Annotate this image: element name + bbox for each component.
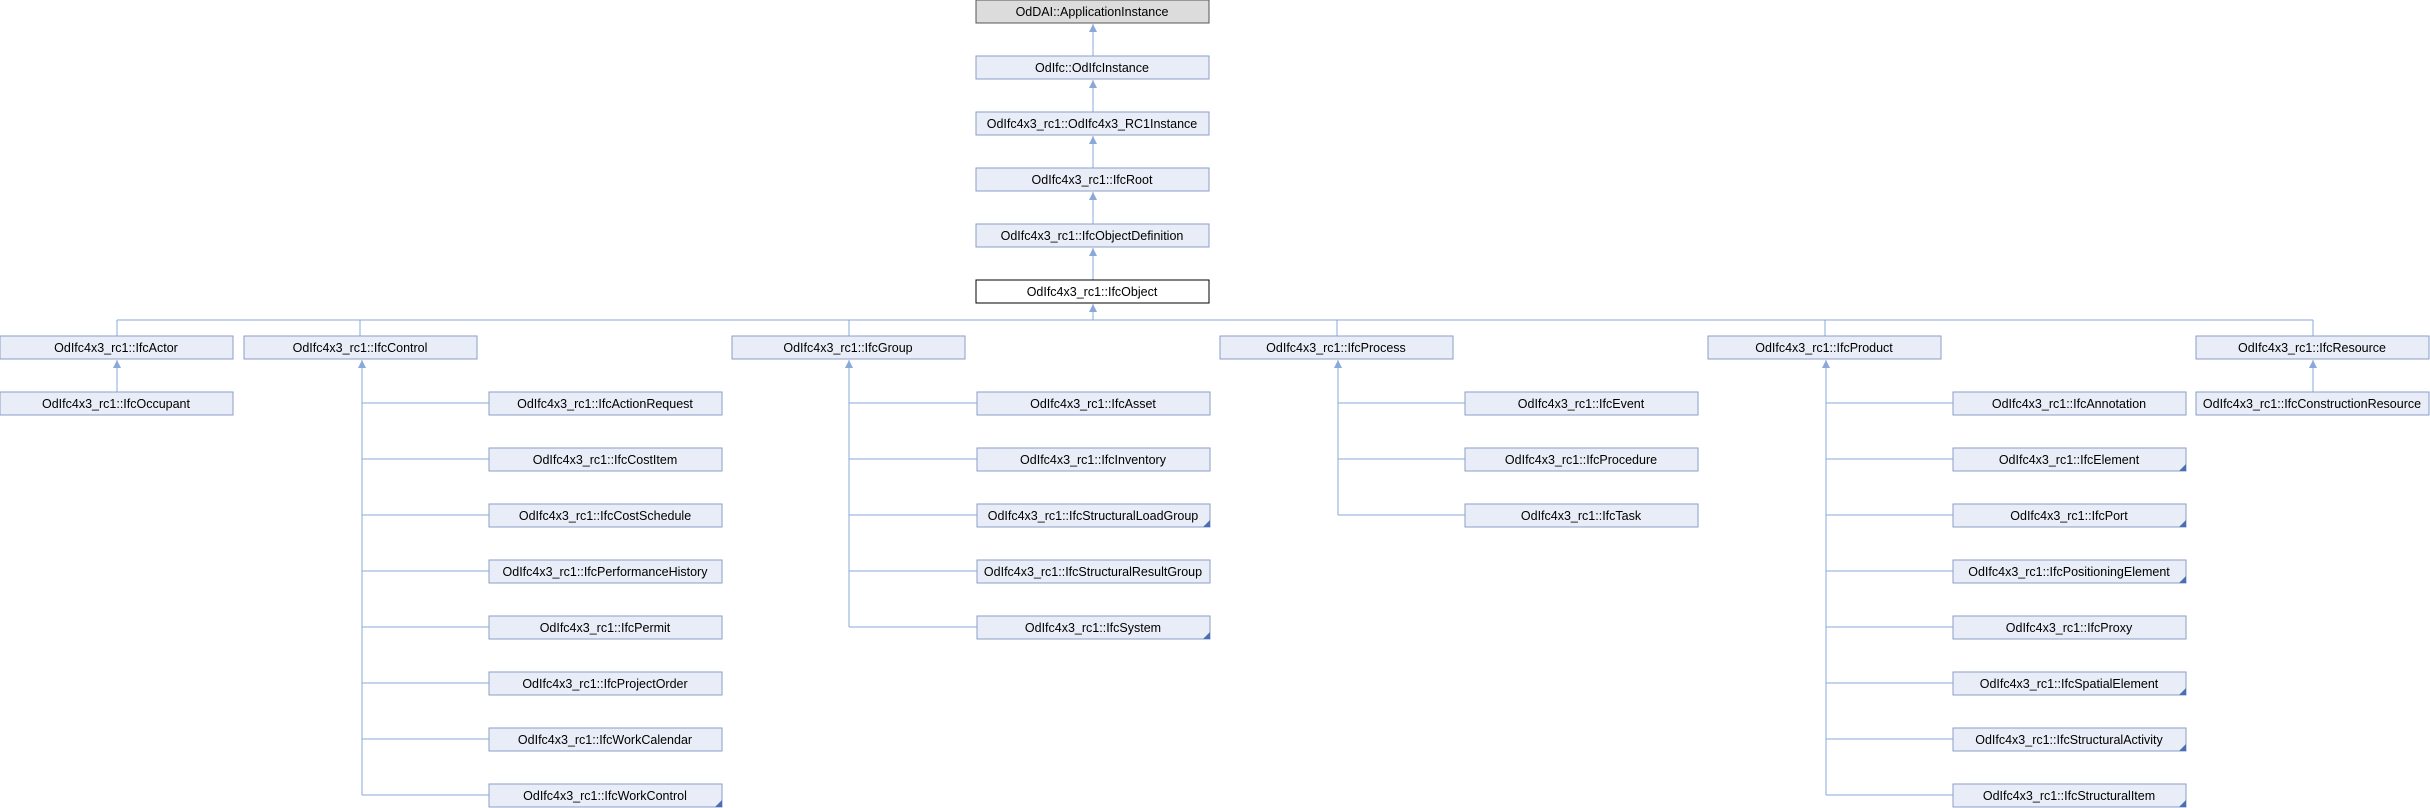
node-ifc-structural-activity[interactable]: OdIfc4x3_rc1::IfcStructuralActivity bbox=[1952, 727, 2187, 752]
node-application-instance[interactable]: OdDAI::ApplicationInstance bbox=[975, 0, 1210, 24]
node-ifc-resource[interactable]: OdIfc4x3_rc1::IfcResource bbox=[2195, 335, 2430, 360]
node-label: OdIfc4x3_rc1::IfcTask bbox=[1521, 509, 1642, 523]
node-ifc-performance-history[interactable]: OdIfc4x3_rc1::IfcPerformanceHistory bbox=[488, 559, 723, 584]
node-ifc-procedure[interactable]: OdIfc4x3_rc1::IfcProcedure bbox=[1464, 447, 1699, 472]
node-label: OdIfc4x3_rc1::IfcInventory bbox=[1020, 453, 1167, 467]
node-label: OdIfc4x3_rc1::IfcOccupant bbox=[42, 397, 191, 411]
node-ifc-group[interactable]: OdIfc4x3_rc1::IfcGroup bbox=[731, 335, 966, 360]
node-ifc-process[interactable]: OdIfc4x3_rc1::IfcProcess bbox=[1219, 335, 1454, 360]
more-subclasses-icon bbox=[2179, 576, 2186, 583]
node-ifc-system[interactable]: OdIfc4x3_rc1::IfcSystem bbox=[976, 615, 1211, 640]
node-label: OdIfc4x3_rc1::IfcActionRequest bbox=[517, 397, 693, 411]
node-label: OdIfc::OdIfcInstance bbox=[1035, 61, 1149, 75]
node-label: OdIfc4x3_rc1::IfcWorkControl bbox=[523, 789, 687, 803]
more-subclasses-icon bbox=[2179, 800, 2186, 807]
node-label: OdIfc4x3_rc1::IfcProxy bbox=[2006, 621, 2133, 635]
node-ifc-asset[interactable]: OdIfc4x3_rc1::IfcAsset bbox=[976, 391, 1211, 416]
node-ifc-control[interactable]: OdIfc4x3_rc1::IfcControl bbox=[243, 335, 478, 360]
more-subclasses-icon bbox=[715, 800, 722, 807]
node-label: OdIfc4x3_rc1::IfcAnnotation bbox=[1992, 397, 2146, 411]
node-label: OdIfc4x3_rc1::IfcAsset bbox=[1030, 397, 1156, 411]
node-label: OdIfc4x3_rc1::IfcResource bbox=[2238, 341, 2386, 355]
node-label: OdIfc4x3_rc1::IfcConstructionResource bbox=[2203, 397, 2421, 411]
node-ifc-spatial-element[interactable]: OdIfc4x3_rc1::IfcSpatialElement bbox=[1952, 671, 2187, 696]
node-label: OdIfc4x3_rc1::IfcObject bbox=[1027, 285, 1158, 299]
node-ifc-structural-load-group[interactable]: OdIfc4x3_rc1::IfcStructuralLoadGroup bbox=[976, 503, 1211, 528]
node-ifc-structural-item[interactable]: OdIfc4x3_rc1::IfcStructuralItem bbox=[1952, 783, 2187, 808]
node-label: OdIfc4x3_rc1::IfcRoot bbox=[1032, 173, 1153, 187]
node-ifc-project-order[interactable]: OdIfc4x3_rc1::IfcProjectOrder bbox=[488, 671, 723, 696]
edges bbox=[116, 24, 2314, 796]
node-label: OdIfc4x3_rc1::IfcActor bbox=[54, 341, 178, 355]
node-label: OdIfc4x3_rc1::IfcCostSchedule bbox=[519, 509, 691, 523]
node-ifc-port[interactable]: OdIfc4x3_rc1::IfcPort bbox=[1952, 503, 2187, 528]
more-subclasses-icon bbox=[1203, 520, 1210, 527]
more-subclasses-icon bbox=[2179, 520, 2186, 527]
node-label: OdIfc4x3_rc1::IfcControl bbox=[293, 341, 428, 355]
node-label: OdIfc4x3_rc1::IfcPerformanceHistory bbox=[503, 565, 709, 579]
node-label: OdIfc4x3_rc1::IfcObjectDefinition bbox=[1001, 229, 1184, 243]
node-label: OdIfc4x3_rc1::IfcStructuralResultGroup bbox=[984, 565, 1202, 579]
node-ifc-proxy[interactable]: OdIfc4x3_rc1::IfcProxy bbox=[1952, 615, 2187, 640]
more-subclasses-icon bbox=[2179, 464, 2186, 471]
node-ifc-structural-result-group[interactable]: OdIfc4x3_rc1::IfcStructuralResultGroup bbox=[976, 559, 1211, 584]
node-ifc-permit[interactable]: OdIfc4x3_rc1::IfcPermit bbox=[488, 615, 723, 640]
node-label: OdIfc4x3_rc1::OdIfc4x3_RC1Instance bbox=[987, 117, 1198, 131]
node-ifc-annotation[interactable]: OdIfc4x3_rc1::IfcAnnotation bbox=[1952, 391, 2187, 416]
node-label: OdIfc4x3_rc1::IfcSystem bbox=[1025, 621, 1161, 635]
node-ifc-element[interactable]: OdIfc4x3_rc1::IfcElement bbox=[1952, 447, 2187, 472]
node-label: OdIfc4x3_rc1::IfcProjectOrder bbox=[522, 677, 687, 691]
more-subclasses-icon bbox=[1203, 632, 1210, 639]
node-ifc-task[interactable]: OdIfc4x3_rc1::IfcTask bbox=[1464, 503, 1699, 528]
node-ifc-event[interactable]: OdIfc4x3_rc1::IfcEvent bbox=[1464, 391, 1699, 416]
node-label: OdIfc4x3_rc1::IfcStructuralActivity bbox=[1975, 733, 2163, 747]
more-subclasses-icon bbox=[2179, 688, 2186, 695]
node-label: OdIfc4x3_rc1::IfcPermit bbox=[540, 621, 671, 635]
node-label: OdIfc4x3_rc1::IfcWorkCalendar bbox=[518, 733, 692, 747]
node-ifc-inventory[interactable]: OdIfc4x3_rc1::IfcInventory bbox=[976, 447, 1211, 472]
node-ifc-cost-item[interactable]: OdIfc4x3_rc1::IfcCostItem bbox=[488, 447, 723, 472]
node-label: OdIfc4x3_rc1::IfcStructuralItem bbox=[1983, 789, 2155, 803]
node-label: OdIfc4x3_rc1::IfcEvent bbox=[1518, 397, 1645, 411]
node-ifc-object[interactable]: OdIfc4x3_rc1::IfcObject bbox=[975, 279, 1210, 304]
node-ifc-positioning-element[interactable]: OdIfc4x3_rc1::IfcPositioningElement bbox=[1952, 559, 2187, 584]
node-rc1-instance[interactable]: OdIfc4x3_rc1::OdIfc4x3_RC1Instance bbox=[975, 111, 1210, 136]
node-label: OdIfc4x3_rc1::IfcProcedure bbox=[1505, 453, 1657, 467]
node-ifc-work-control[interactable]: OdIfc4x3_rc1::IfcWorkControl bbox=[488, 783, 723, 808]
node-ifc-root[interactable]: OdIfc4x3_rc1::IfcRoot bbox=[975, 167, 1210, 192]
arrowheads bbox=[113, 24, 2317, 368]
more-subclasses-icon bbox=[2179, 744, 2186, 751]
node-ifc-work-calendar[interactable]: OdIfc4x3_rc1::IfcWorkCalendar bbox=[488, 727, 723, 752]
node-label: OdIfc4x3_rc1::IfcStructuralLoadGroup bbox=[988, 509, 1199, 523]
node-label: OdIfc4x3_rc1::IfcProduct bbox=[1755, 341, 1893, 355]
node-label: OdDAI::ApplicationInstance bbox=[1016, 5, 1169, 19]
node-ifc-product[interactable]: OdIfc4x3_rc1::IfcProduct bbox=[1707, 335, 1942, 360]
node-label: OdIfc4x3_rc1::IfcGroup bbox=[783, 341, 912, 355]
node-label: OdIfc4x3_rc1::IfcProcess bbox=[1266, 341, 1406, 355]
node-label: OdIfc4x3_rc1::IfcPositioningElement bbox=[1968, 565, 2170, 579]
node-label: OdIfc4x3_rc1::IfcSpatialElement bbox=[1980, 677, 2159, 691]
node-ifc-occupant[interactable]: OdIfc4x3_rc1::IfcOccupant bbox=[0, 391, 234, 416]
node-ifc-instance[interactable]: OdIfc::OdIfcInstance bbox=[975, 55, 1210, 80]
node-ifc-action-request[interactable]: OdIfc4x3_rc1::IfcActionRequest bbox=[488, 391, 723, 416]
node-ifc-construction-resource[interactable]: OdIfc4x3_rc1::IfcConstructionResource bbox=[2195, 391, 2430, 416]
node-ifc-object-definition[interactable]: OdIfc4x3_rc1::IfcObjectDefinition bbox=[975, 223, 1210, 248]
node-ifc-cost-schedule[interactable]: OdIfc4x3_rc1::IfcCostSchedule bbox=[488, 503, 723, 528]
node-ifc-actor[interactable]: OdIfc4x3_rc1::IfcActor bbox=[0, 335, 234, 360]
node-label: OdIfc4x3_rc1::IfcElement bbox=[1999, 453, 2140, 467]
node-label: OdIfc4x3_rc1::IfcPort bbox=[2010, 509, 2128, 523]
node-label: OdIfc4x3_rc1::IfcCostItem bbox=[533, 453, 678, 467]
